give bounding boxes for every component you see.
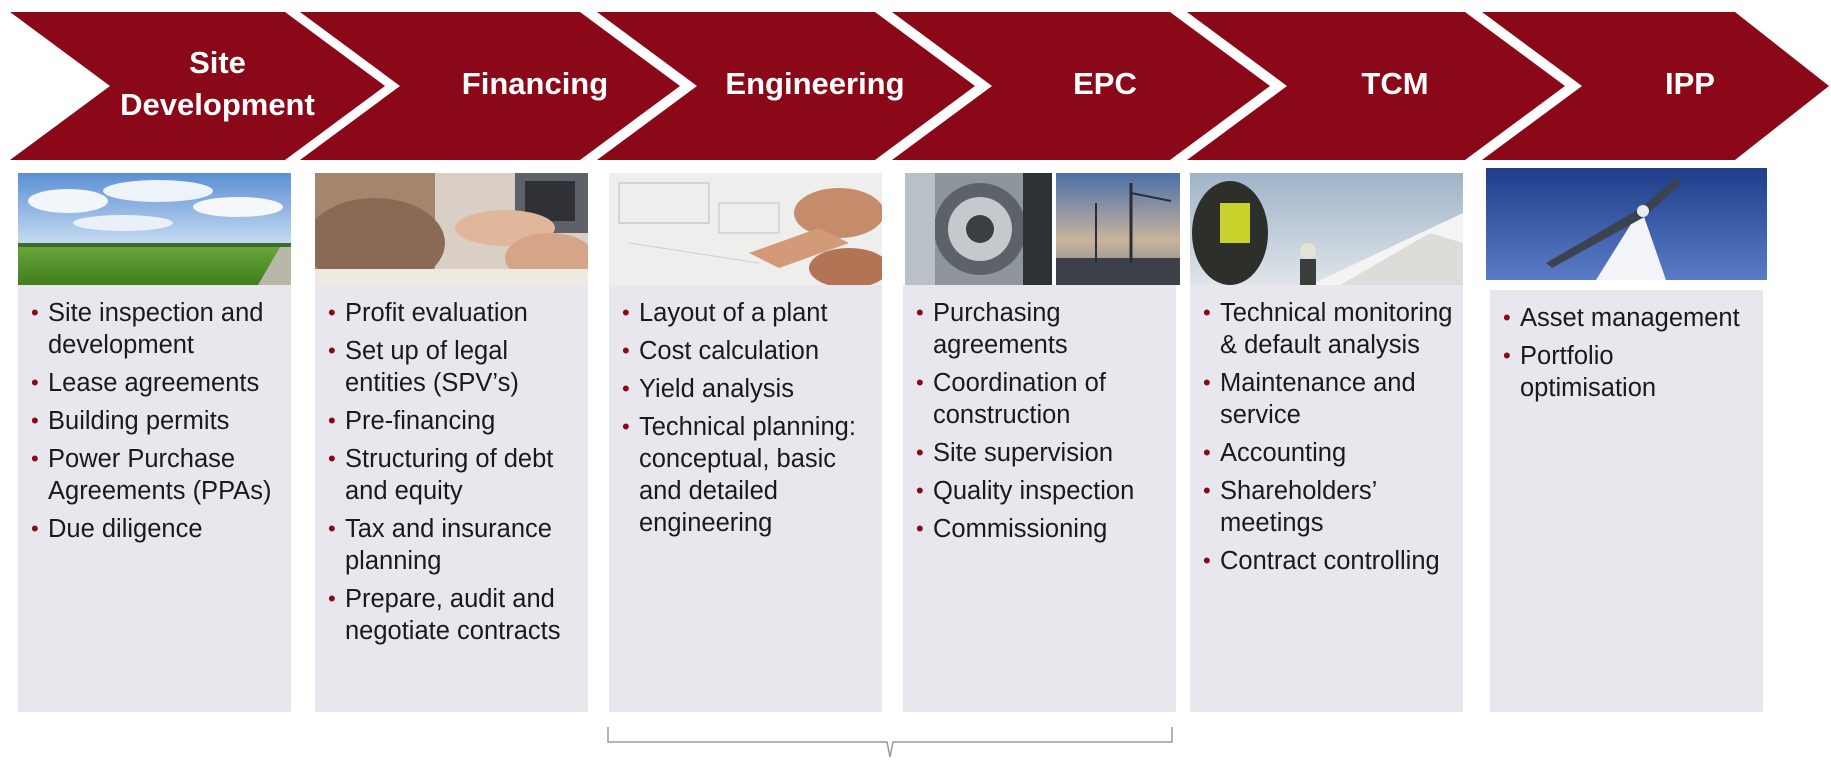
list-tcm: Technical monitoring & default analysis … [1190, 297, 1463, 577]
stage-label-line: Engineering [725, 66, 905, 101]
chevron-tcm [1187, 12, 1565, 160]
crane-at-sunset-photo [1056, 173, 1180, 285]
grouping-bracket [607, 727, 1173, 758]
chevron-engineering [597, 12, 975, 160]
list-item: Power Purchase Agreements (PPAs) [31, 443, 283, 507]
list-item: Lease agreements [31, 367, 283, 399]
list-item: Asset management [1503, 302, 1755, 334]
list-item: Commissioning [916, 513, 1168, 545]
list-item: Technical monitoring & default analysis [1203, 297, 1455, 361]
list-item: Accounting [1203, 437, 1455, 469]
technician-on-turbine-photo [1190, 173, 1463, 285]
list-item: Set up of legal entities (SPV’s) [328, 335, 580, 399]
list-ipp: Asset management Portfolio optimisation [1490, 302, 1763, 404]
list-item: Prepare, audit and negotiate contracts [328, 583, 580, 647]
panel-financing: Profit evaluation Set up of legal entiti… [315, 285, 588, 712]
technical-drawing-photo [609, 173, 882, 285]
list-item: Maintenance and service [1203, 367, 1455, 431]
stage-label-ipp: IPP [1575, 14, 1805, 154]
stage-label-line: EPC [1073, 66, 1137, 101]
green-field-with-sky-photo [18, 173, 291, 285]
list-item: Tax and insurance planning [328, 513, 580, 577]
list-epc: Purchasing agreements Coordination of co… [903, 297, 1176, 545]
list-item: Yield analysis [622, 373, 874, 405]
list-item: Quality inspection [916, 475, 1168, 507]
list-item: Layout of a plant [622, 297, 874, 329]
hands-with-calculator-photo [315, 173, 588, 285]
turbine-parts-photo [905, 173, 1052, 285]
stage-label-line: TCM [1361, 66, 1429, 101]
list-item: Structuring of debt and equity [328, 443, 580, 507]
panel-epc: Purchasing agreements Coordination of co… [903, 285, 1176, 712]
chevron-ipp [1482, 12, 1829, 160]
panel-site-development: Site inspection and development Lease ag… [18, 285, 291, 712]
wind-turbine-rotor-photo [1486, 168, 1767, 280]
list-item: Coordination of construction [916, 367, 1168, 431]
list-item: Due diligence [31, 513, 283, 545]
list-item: Cost calculation [622, 335, 874, 367]
list-item: Site supervision [916, 437, 1168, 469]
list-item: Portfolio optimisation [1503, 340, 1755, 404]
panel-tcm: Technical monitoring & default analysis … [1190, 285, 1463, 712]
list-item: Pre-financing [328, 405, 580, 437]
list-item: Building permits [31, 405, 283, 437]
list-engineering: Layout of a plant Cost calculation Yield… [609, 297, 882, 539]
list-item: Profit evaluation [328, 297, 580, 329]
stage-label-line: Financing [461, 66, 609, 101]
stage-label-engineering: Engineering [690, 14, 940, 154]
list-financing: Profit evaluation Set up of legal entiti… [315, 297, 588, 647]
stage-label-site-development: Site Development [95, 14, 340, 154]
stage-label-financing: Financing [410, 14, 660, 154]
list-item: Purchasing agreements [916, 297, 1168, 361]
panel-ipp: Asset management Portfolio optimisation [1490, 290, 1763, 712]
list-item: Site inspection and development [31, 297, 283, 361]
stage-label-epc: EPC [985, 14, 1225, 154]
process-chevrons [10, 12, 1829, 160]
chevron-financing [300, 12, 680, 160]
chevron-site-development [10, 12, 385, 160]
stage-label-line: Development [120, 87, 315, 122]
stage-label-line: Site [189, 45, 246, 80]
panel-engineering: Layout of a plant Cost calculation Yield… [609, 285, 882, 712]
list-item: Contract controlling [1203, 545, 1455, 577]
stage-label-line: IPP [1665, 66, 1715, 101]
chevron-epc [892, 12, 1270, 160]
list-item: Technical planning: conceptual, basic an… [622, 411, 874, 539]
list-item: Shareholders’ meetings [1203, 475, 1455, 539]
list-site-development: Site inspection and development Lease ag… [18, 297, 291, 545]
stage-label-tcm: TCM [1280, 14, 1510, 154]
